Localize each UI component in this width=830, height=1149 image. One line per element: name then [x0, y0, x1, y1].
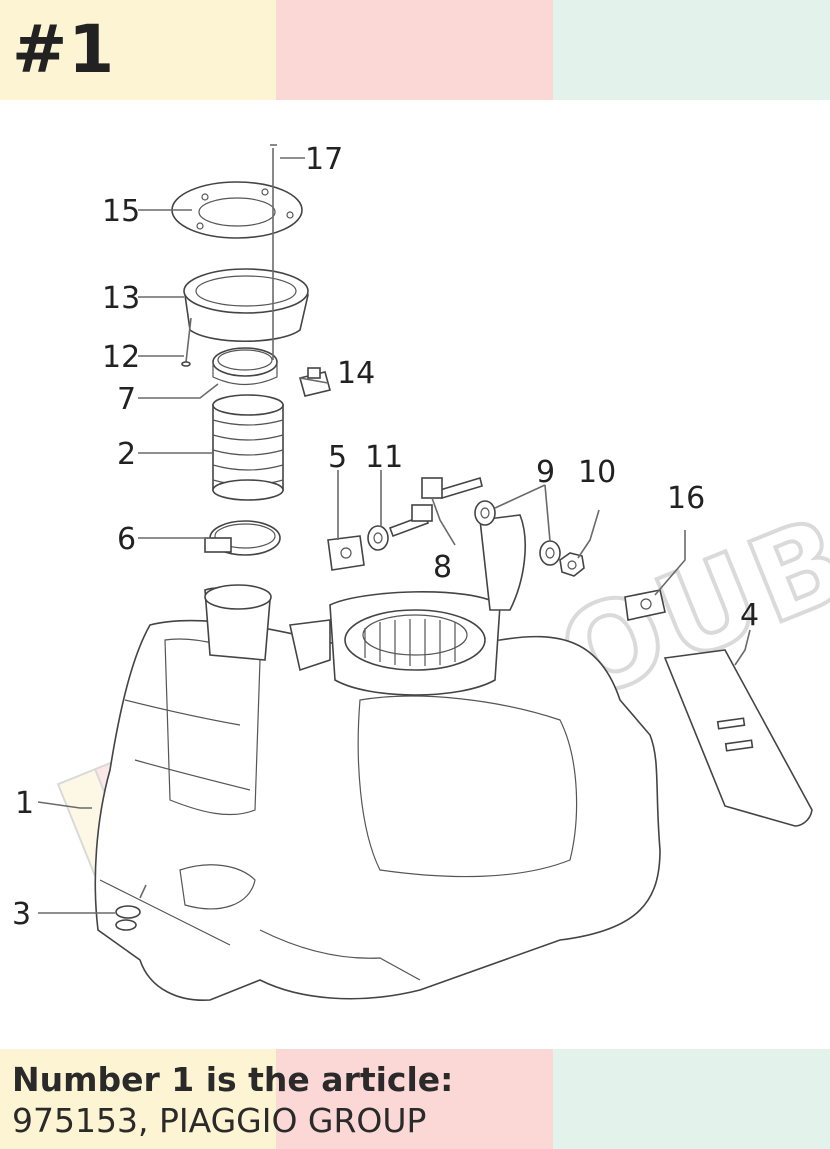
exploded-parts-diagram: WINDOUBCIA: [12, 142, 830, 1001]
grommets-part-3: [115, 884, 147, 931]
callout-5: 5: [328, 440, 347, 475]
caption-title: Number 1 is the article:: [12, 1060, 454, 1099]
callout-12: 12: [102, 340, 140, 375]
header-color-band: [0, 0, 830, 100]
washers-part-9: [474, 500, 561, 566]
callout-8: 8: [433, 550, 452, 585]
callout-16: 16: [667, 481, 705, 516]
header-band-pink: [276, 0, 553, 100]
pad-part-4: [663, 649, 813, 827]
callout-6: 6: [117, 522, 136, 557]
callout-4: 4: [740, 598, 759, 633]
item-number-badge: #1: [12, 11, 116, 88]
footer-band-mint: [553, 1049, 830, 1149]
footer-band-pink: [276, 1049, 553, 1149]
fuel-tank-part-1: [94, 514, 661, 1001]
callout-3: 3: [12, 897, 31, 932]
callout-1: 1: [15, 786, 34, 821]
callout-7: 7: [117, 382, 136, 417]
clip-part-16: [624, 589, 666, 621]
callout-14: 14: [337, 356, 375, 391]
callout-10: 10: [578, 455, 616, 490]
clip-nut-part-14: [299, 367, 331, 397]
callout-17: 17: [305, 142, 343, 177]
callout-labels: 17 15 13 12 14 7 2 5 11 9 10 16 6 8 4 1 …: [12, 142, 759, 932]
callout-11: 11: [365, 440, 403, 475]
ring-part-7: [212, 347, 278, 386]
callout-9: 9: [536, 455, 555, 490]
leader-lines: [37, 157, 751, 914]
screw-part-17: [270, 144, 277, 360]
screw-part-12: [181, 317, 192, 367]
bellows-hose-part-2: [212, 394, 284, 501]
footer-band-yellow: [0, 1049, 276, 1149]
clip-part-5: [327, 535, 365, 571]
washer-part-11: [367, 525, 389, 551]
caption-article: 975153, PIAGGIO GROUP: [12, 1101, 427, 1140]
hose-clamp-part-6: [204, 520, 281, 556]
callout-15: 15: [102, 194, 140, 229]
callout-2: 2: [117, 437, 136, 472]
nut-part-10: [559, 552, 585, 577]
housing-part-13: [183, 268, 309, 342]
header-band-mint: [553, 0, 830, 100]
bolts-part-8: [388, 476, 483, 538]
footer-color-band: [0, 1049, 830, 1149]
header-band-yellow: [0, 0, 276, 100]
callout-13: 13: [102, 281, 140, 316]
